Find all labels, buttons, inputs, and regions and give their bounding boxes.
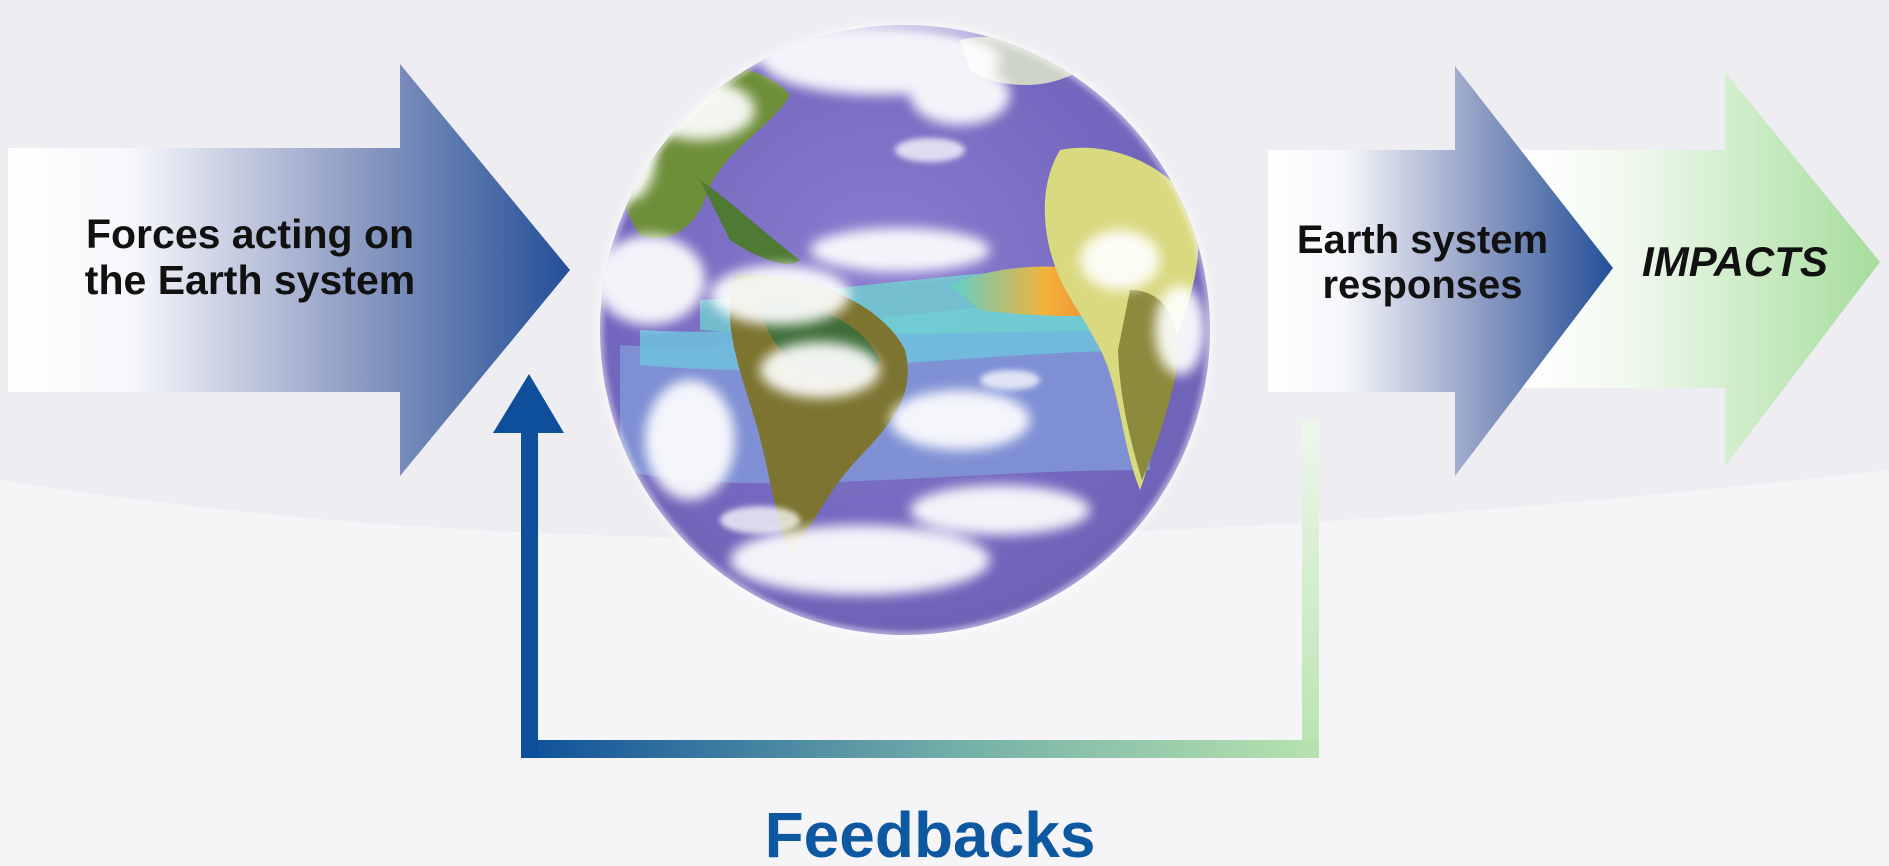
feedback-loop-arrow [493,374,1319,758]
earth-globe-image [597,22,1213,638]
forces-arrow [8,64,570,476]
background-swoosh [0,470,1889,866]
responses-label: Earth system responses [1296,218,1549,307]
feedbacks-label: Feedbacks [764,799,1096,866]
responses-arrow [1268,66,1613,476]
impacts-label: IMPACTS [1642,238,1828,285]
forces-label: Forces acting on the Earth system [84,211,416,303]
impacts-arrow [1520,72,1880,466]
